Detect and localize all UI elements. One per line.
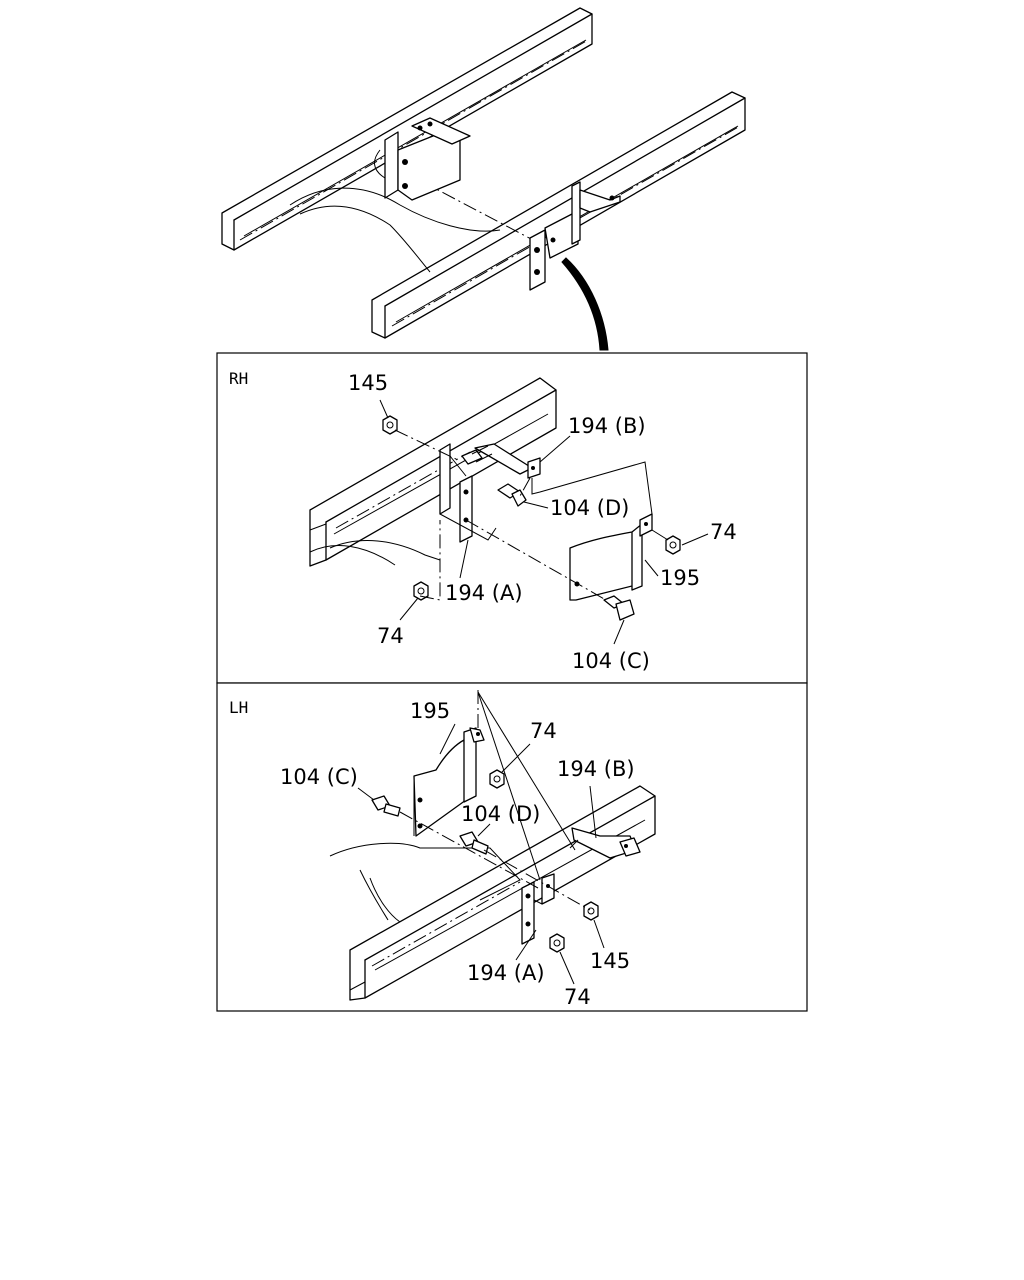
rh-callout-104d: 104 (D) — [550, 496, 629, 520]
rh-bracket-194b — [474, 443, 541, 479]
lh-callout-194b: 194 (B) — [557, 757, 635, 781]
detail-pointer-arrow — [561, 257, 609, 351]
left-frame-rail — [221, 7, 593, 251]
rh-bracket-195 — [569, 513, 653, 601]
lh-callout-195: 195 — [410, 699, 450, 723]
rh-nut-145 — [382, 415, 398, 435]
overview-bracket-left — [384, 117, 471, 201]
rh-panel: RH — [216, 352, 808, 684]
rh-bolt-104d — [497, 483, 527, 507]
rh-bolt-104c — [603, 595, 635, 621]
rh-panel-label: RH — [229, 369, 248, 388]
rh-callout-74-right: 74 — [710, 520, 737, 544]
rh-callout-104c: 104 (C) — [572, 649, 650, 673]
lh-bracket-195 — [413, 727, 485, 837]
rh-callout-74-left: 74 — [377, 624, 404, 648]
overview-bracket-right — [529, 181, 621, 291]
lh-callout-194a: 194 (A) — [467, 961, 545, 985]
rh-bolt-pair — [461, 445, 493, 465]
lh-bolt-104c — [371, 795, 401, 817]
lh-panel: LH — [216, 682, 808, 1012]
frame-overview — [221, 7, 746, 351]
lh-callout-104c: 104 (C) — [280, 765, 358, 789]
rh-callout-145: 145 — [348, 371, 388, 395]
rh-bracket-194a — [439, 443, 497, 543]
lh-bracket-194a — [521, 873, 555, 945]
lh-nut-74-top — [489, 769, 505, 789]
rh-nut-74-right — [665, 535, 681, 555]
rh-callout-195: 195 — [660, 566, 700, 590]
lh-callout-74-bottom: 74 — [564, 985, 591, 1009]
lh-callout-104d: 104 (D) — [461, 802, 540, 826]
lh-panel-label: LH — [229, 698, 248, 717]
lh-callout-145: 145 — [590, 949, 630, 973]
lh-callout-74-top: 74 — [530, 719, 557, 743]
lh-nut-74-bottom — [549, 933, 565, 953]
lh-bracket-194b — [571, 827, 641, 859]
rh-callout-194a: 194 (A) — [445, 581, 523, 605]
lh-nut-145 — [583, 901, 599, 921]
rh-callout-194b: 194 (B) — [568, 414, 646, 438]
rh-nut-74-left — [413, 581, 429, 601]
